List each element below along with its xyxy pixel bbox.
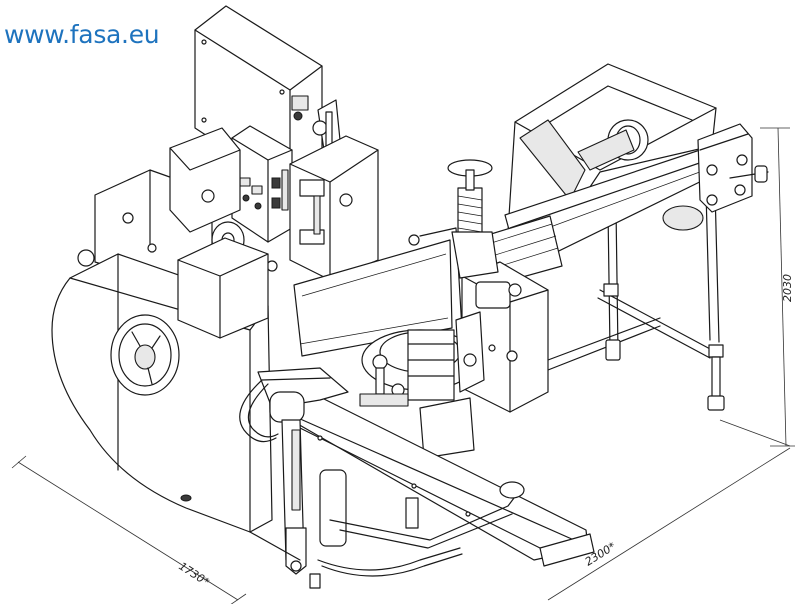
dimension-label-width: 1730*: [176, 560, 212, 589]
main-machine-body: [51, 237, 273, 533]
dimension-lines: [11, 127, 795, 604]
dimension-label-height: 2030: [781, 274, 794, 302]
forming-column: [289, 111, 379, 281]
dimension-line-height: [777, 127, 787, 447]
pull-arm-assembly: [239, 379, 463, 577]
machine-base: [249, 481, 525, 589]
guard-panel: [293, 227, 463, 357]
brand-website-link[interactable]: www.fasa.eu: [4, 20, 160, 49]
feed-hopper: [477, 63, 769, 287]
dimension-line-width: [17, 461, 239, 601]
rotary-wrapping-unit: [359, 311, 485, 459]
hopper-support-frame: [547, 189, 725, 411]
dimension-line-depth: [547, 447, 791, 601]
